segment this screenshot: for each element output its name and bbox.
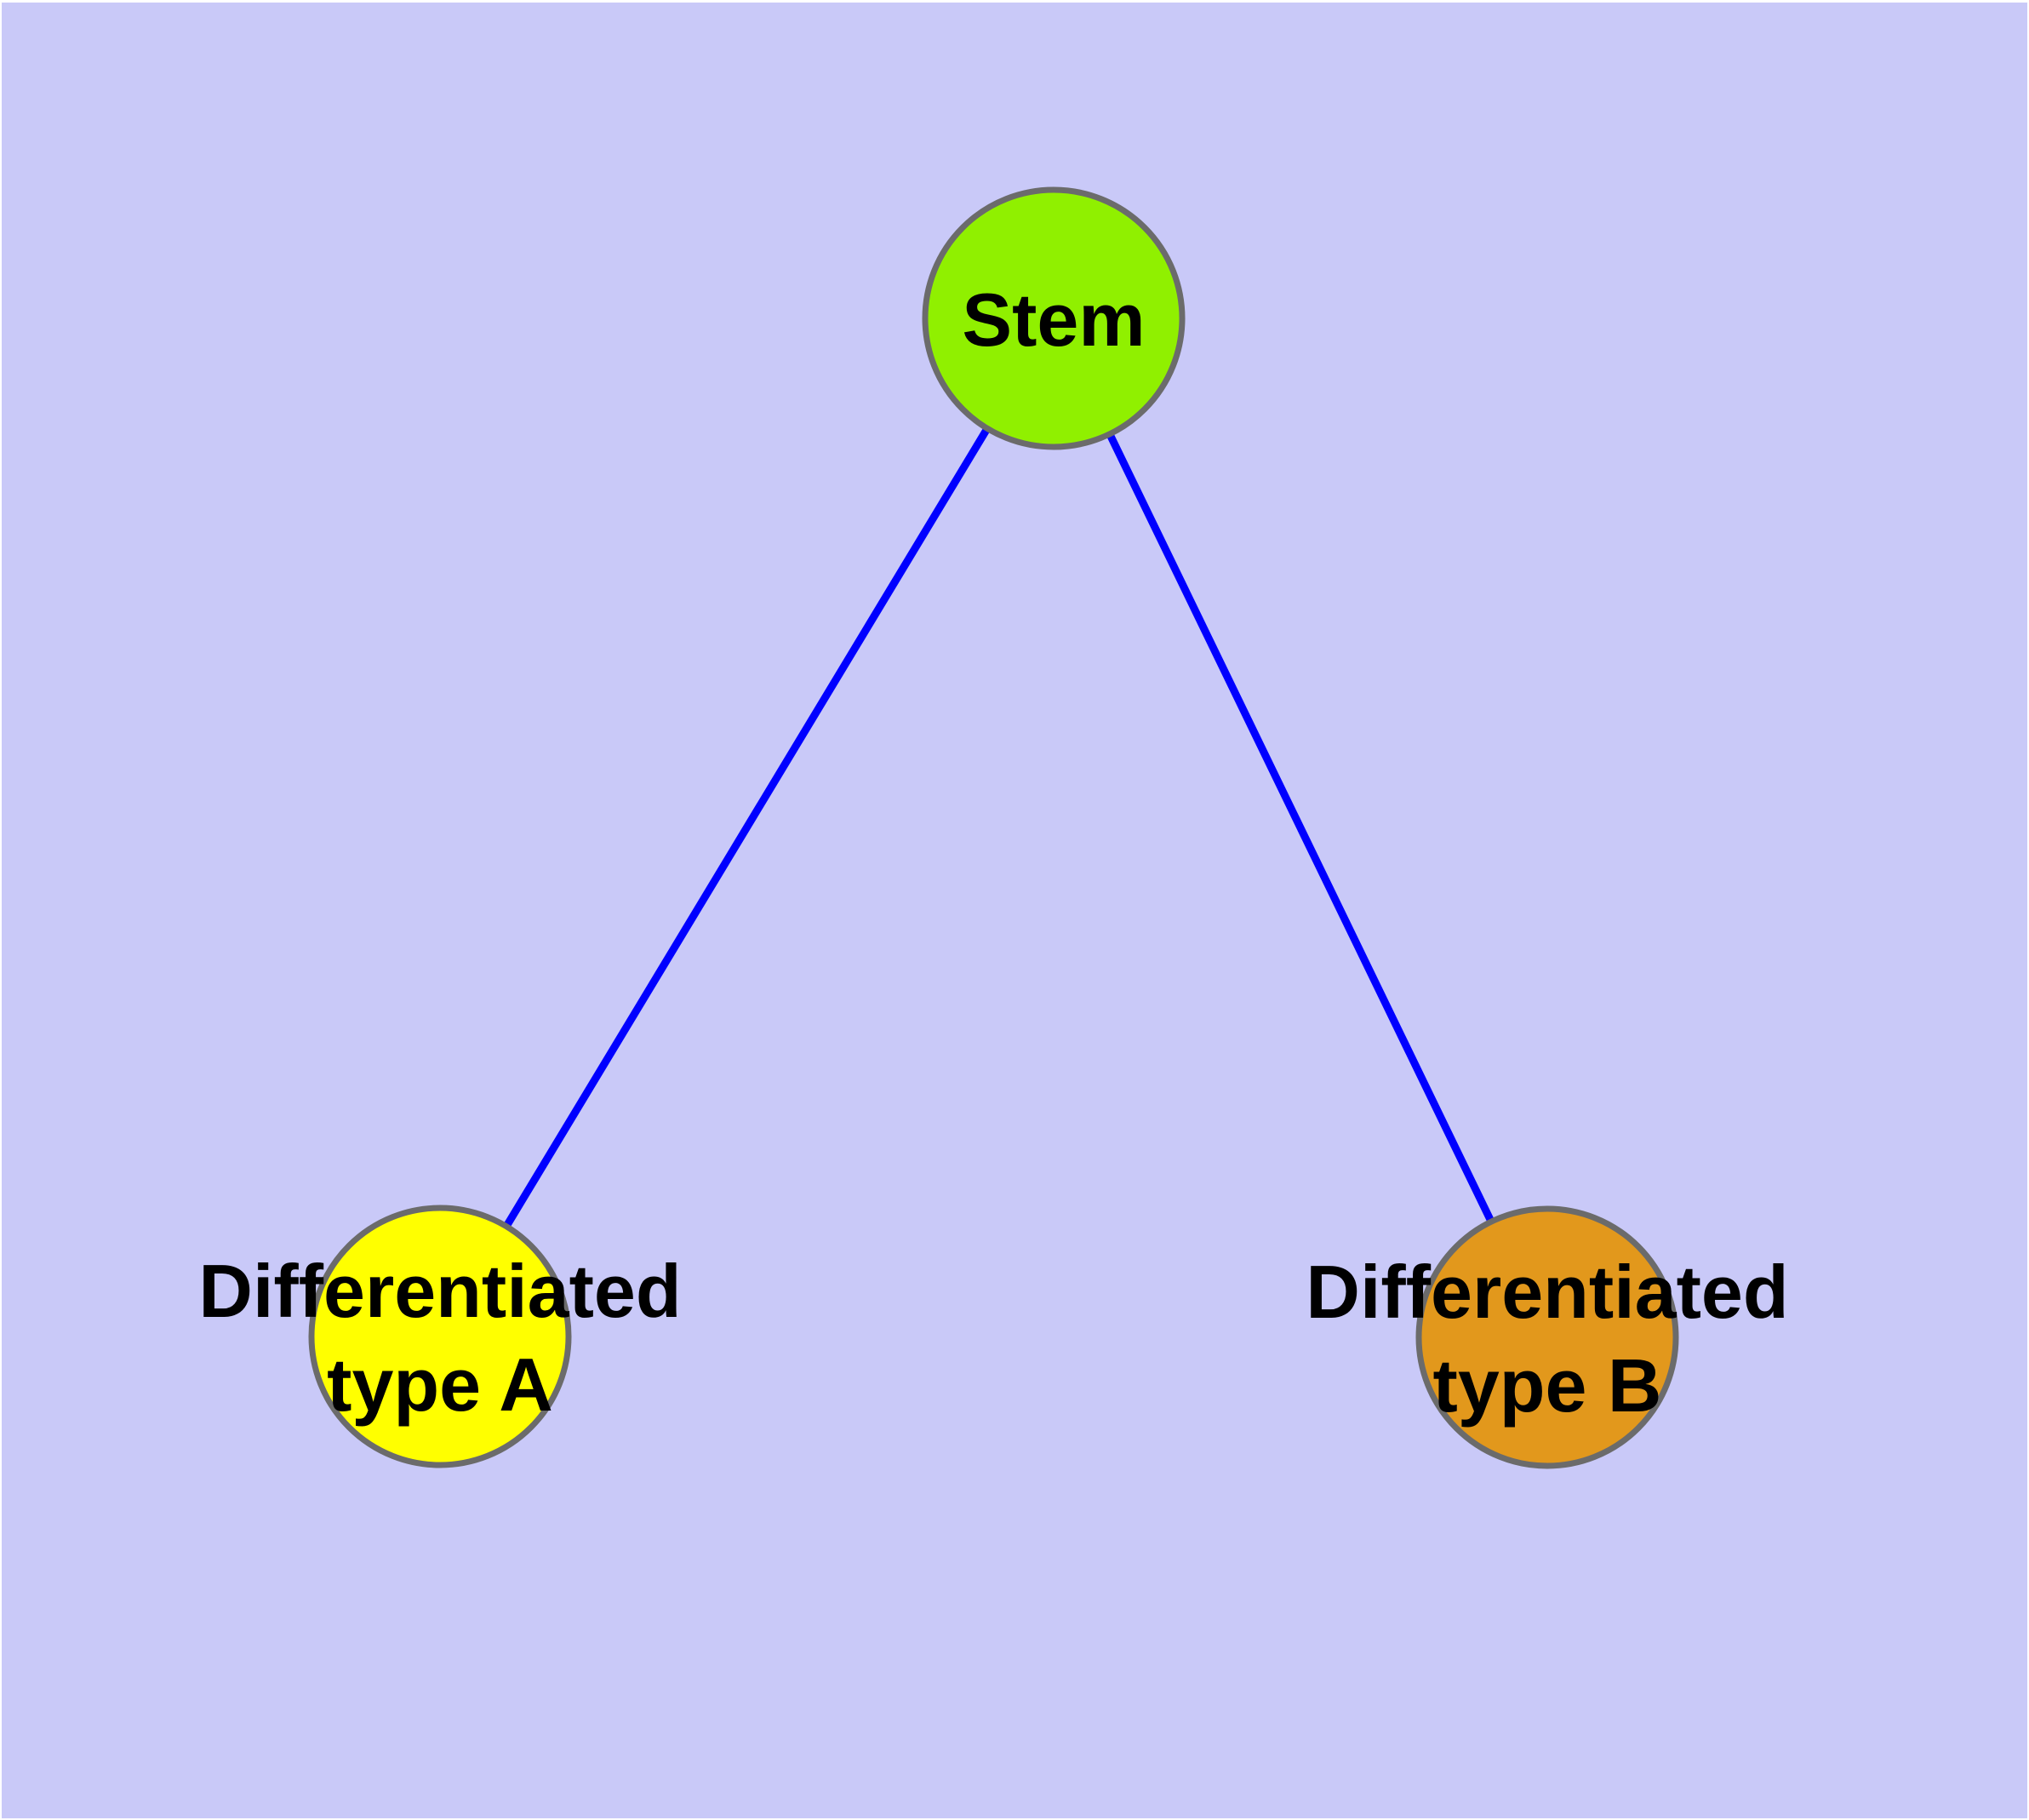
- edge-stem-to-differentiated-type-b: [1049, 317, 1552, 1339]
- node-circle-differentiated-type-a: [308, 1205, 572, 1468]
- node-label-line: type A: [327, 1342, 553, 1427]
- node-label-line: Differentiated: [198, 1249, 681, 1333]
- node-label-line: Differentiated: [1306, 1250, 1788, 1334]
- node-label-line: type B: [1433, 1343, 1662, 1428]
- node-circle-stem: [922, 186, 1186, 450]
- node-label-differentiated-type-a: Differentiated type A: [198, 1249, 681, 1427]
- node-circle-differentiated-type-b: [1415, 1205, 1679, 1469]
- node-label-stem: Stem: [962, 278, 1145, 362]
- node-label-line: Stem: [962, 278, 1145, 362]
- node-label-differentiated-type-b: Differentiated type B: [1306, 1250, 1788, 1428]
- edge-stem-to-differentiated-type-a: [437, 316, 1057, 1339]
